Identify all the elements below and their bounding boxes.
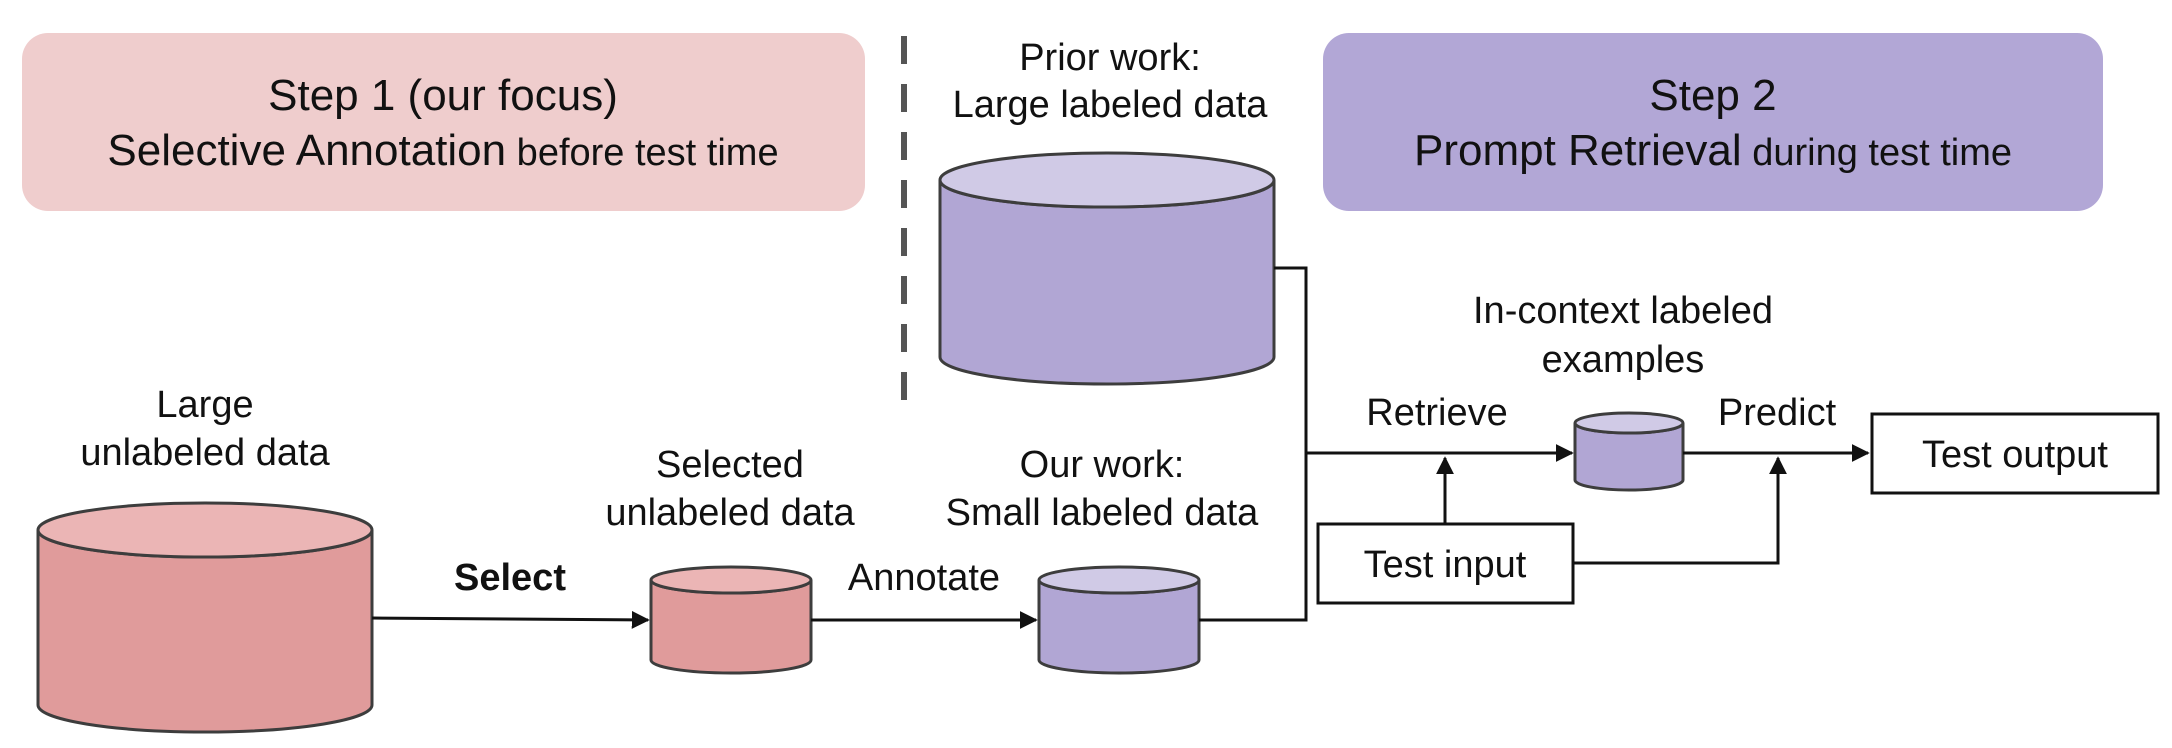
predict-label: Predict <box>1718 392 1837 434</box>
step1-title: Step 1 (our focus) <box>268 71 618 120</box>
selected-unlabeled-label: Selected <box>656 444 804 486</box>
in-context-cylinder-top <box>1573 411 1685 435</box>
test-output-box: Test output <box>1870 412 2160 495</box>
our-work-label: Our work: <box>1020 444 1185 486</box>
large-unlabeled-sublabel: unlabeled data <box>80 432 330 474</box>
merge-connector <box>1199 266 1308 622</box>
large-unlabeled-cylinder-body <box>36 529 374 734</box>
select-arrow <box>371 610 650 629</box>
in-context-examples-cylinder <box>1573 411 1685 492</box>
step1-subtitle-small: before test time <box>506 132 778 174</box>
prior-work-label: Prior work: <box>1019 37 1201 79</box>
select-label: Select <box>454 557 566 599</box>
large-labeled-cylinder-top <box>938 151 1276 209</box>
annotate-label: Annotate <box>848 557 1000 599</box>
step1-banner: Step 1 (our focus) Selective Annotation … <box>22 33 865 211</box>
step2-subtitle-main: Prompt Retrieval <box>1414 126 1742 175</box>
step2-subtitle: Prompt Retrieval during test time <box>1414 126 2012 175</box>
large-labeled-cylinder-body <box>938 179 1276 386</box>
step2-banner-background <box>1323 33 2103 211</box>
step1-subtitle-main: Selective Annotation <box>107 126 506 175</box>
test-input-box-border <box>1316 522 1575 605</box>
step1-subtitle: Selective Annotation before test time <box>107 126 778 175</box>
small-labeled-cylinder-top <box>1037 565 1201 595</box>
test-input-label: Test input <box>1364 544 1527 586</box>
test-input-to-predict-arrow <box>1573 456 1787 565</box>
step2-subtitle-small: during test time <box>1742 132 2012 174</box>
retrieve-label: Retrieve <box>1366 392 1508 434</box>
step2-banner: Step 2 Prompt Retrieval during test time <box>1323 33 2103 211</box>
selected-unlabeled-cylinder-top <box>649 565 813 595</box>
selected-unlabeled-data-cylinder <box>649 565 813 675</box>
large-unlabeled-cylinder-top <box>36 501 374 559</box>
large-unlabeled-data-cylinder <box>36 501 374 734</box>
large-labeled-data-cylinder <box>938 151 1276 386</box>
test-output-box-border <box>1870 412 2160 495</box>
test-output-label: Test output <box>1922 434 2108 476</box>
large-unlabeled-label: Large <box>156 384 253 426</box>
small-labeled-data-cylinder <box>1037 565 1201 675</box>
prior-work-sublabel: Large labeled data <box>953 84 1269 126</box>
selected-unlabeled-sublabel: unlabeled data <box>605 492 855 534</box>
step1-banner-background <box>22 33 865 211</box>
test-input-box: Test input <box>1316 522 1575 605</box>
step2-title: Step 2 <box>1649 71 1776 120</box>
our-work-sublabel: Small labeled data <box>946 492 1260 534</box>
in-context-label: In-context labeled <box>1473 290 1773 332</box>
in-context-sublabel: examples <box>1542 339 1705 381</box>
